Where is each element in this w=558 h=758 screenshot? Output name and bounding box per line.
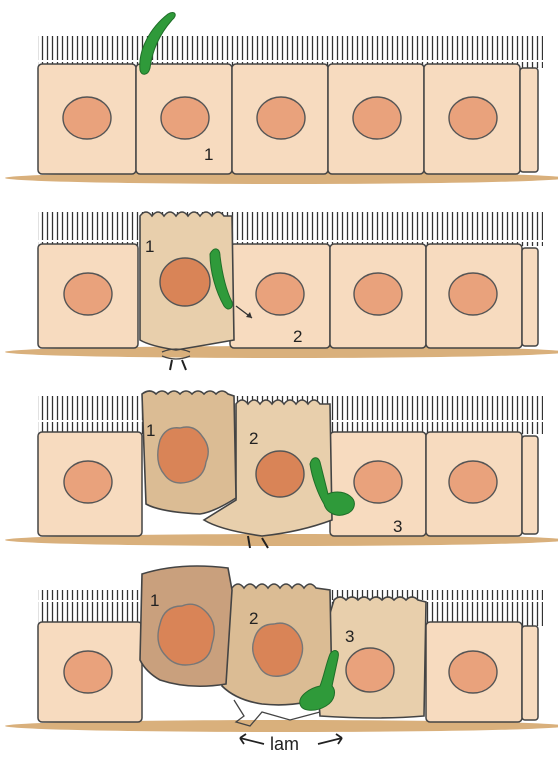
epithelial-cell — [520, 68, 538, 172]
cell-nucleus — [354, 273, 402, 315]
microvilli-border — [38, 210, 543, 246]
panel-3 — [5, 391, 558, 548]
cell-nucleus — [64, 461, 112, 503]
cell-nucleus — [449, 97, 497, 139]
cell-label: 2 — [249, 430, 258, 447]
lam-label: lam — [270, 735, 299, 753]
lam-arrow-left — [240, 734, 264, 744]
lam-arrow-right — [318, 734, 342, 744]
cell-nucleus — [253, 623, 303, 676]
cell-label: 3 — [393, 518, 402, 535]
cell-nucleus — [449, 651, 497, 693]
cell-label: 2 — [293, 328, 302, 345]
cell-nucleus — [64, 651, 112, 693]
epithelial-cell — [522, 248, 538, 346]
cell-nucleus — [64, 273, 112, 315]
microvilli-border — [38, 36, 543, 68]
cell-label: 3 — [345, 628, 354, 645]
cell-nucleus — [449, 273, 497, 315]
cell-nucleus — [354, 461, 402, 503]
panel-1 — [5, 13, 558, 184]
cell-nucleus — [256, 273, 304, 315]
cell-nucleus — [158, 427, 209, 483]
cell-label: 2 — [249, 610, 258, 627]
epithelial-cell — [522, 436, 538, 534]
cell-label: 1 — [150, 592, 159, 609]
cell-nucleus — [158, 604, 214, 665]
cell-nucleus — [256, 451, 304, 497]
cell-nucleus — [353, 97, 401, 139]
panel-2 — [5, 210, 558, 370]
cell-label: 1 — [145, 238, 154, 255]
basal-arrows — [170, 360, 186, 370]
cell-nucleus — [449, 461, 497, 503]
cell-nucleus — [346, 648, 394, 692]
cell-label: 1 — [146, 422, 155, 439]
cell-nucleus — [161, 97, 209, 139]
panel-4 — [5, 566, 558, 744]
cell-nucleus — [257, 97, 305, 139]
cell-nucleus — [160, 258, 210, 306]
cell-nucleus — [63, 97, 111, 139]
epithelial-cell — [522, 626, 538, 720]
cell-label: 1 — [204, 146, 213, 163]
